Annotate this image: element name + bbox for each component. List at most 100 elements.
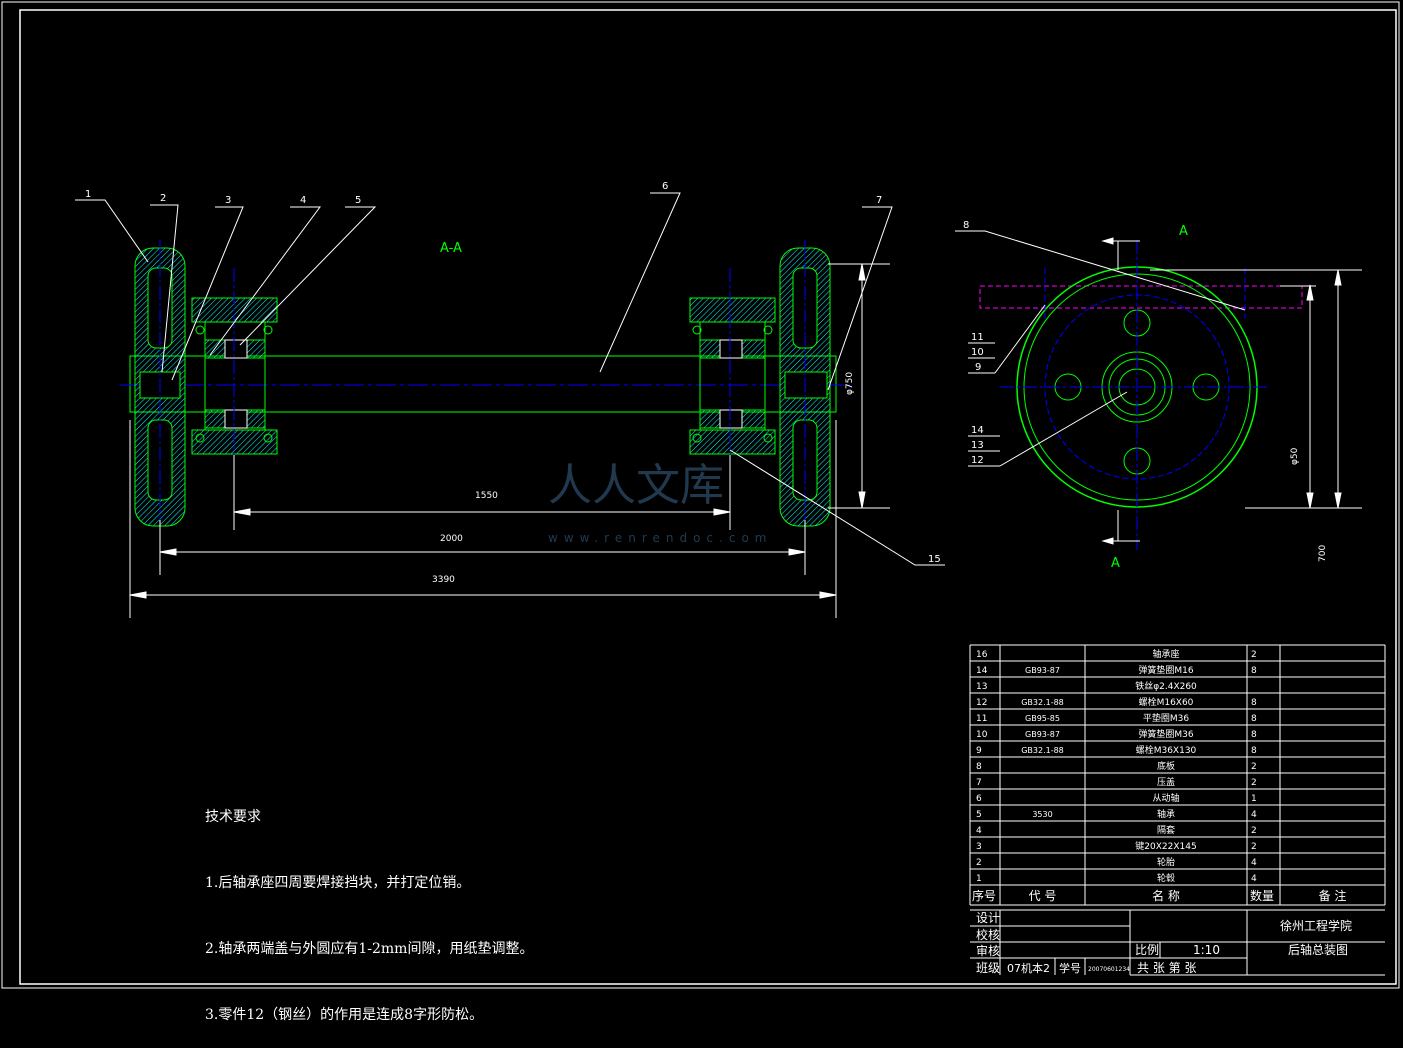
header-name: 名 称: [1152, 888, 1180, 903]
tech-req-item-1: 1.后轴承座四周要焊接挡块，并打定位销。: [205, 875, 471, 891]
parts-row-code: GB95-85: [1025, 714, 1060, 723]
parts-row-no: 8: [976, 762, 982, 772]
tb-class-label: 班级: [976, 961, 1000, 975]
parts-row-qty: 4: [1251, 858, 1257, 868]
parts-row-no: 6: [976, 794, 982, 804]
balloon-11: 11: [971, 332, 984, 343]
dim-plate: φ50: [1290, 447, 1300, 465]
parts-row-code: 3530: [1032, 810, 1052, 819]
parts-row-qty: 8: [1251, 698, 1257, 708]
header-qty: 数量: [1250, 888, 1274, 903]
parts-row-name: 轴承: [1157, 808, 1175, 820]
parts-row-name: 弹簧垫圈M36: [1138, 728, 1193, 740]
parts-row-no: 16: [976, 650, 988, 660]
watermark-name: 人人文库: [548, 460, 724, 511]
header-note: 备 注: [1319, 888, 1347, 903]
balloon-6: 6: [662, 181, 668, 192]
parts-row-code: GB93-87: [1025, 730, 1060, 739]
parts-row-name: 螺栓M36X130: [1136, 744, 1197, 756]
parts-row-name: 压盖: [1157, 776, 1175, 788]
parts-row-qty: 2: [1251, 778, 1257, 788]
parts-row-qty: 8: [1251, 730, 1257, 740]
dim-overall-length: 3390: [432, 575, 455, 585]
parts-row-qty: 8: [1251, 746, 1257, 756]
parts-row-code: GB32.1-88: [1021, 698, 1064, 707]
parts-row-no: 2: [976, 858, 982, 868]
balloon-7: 7: [876, 195, 882, 206]
tb-sheets: 共 张 第 张: [1137, 961, 1196, 975]
parts-row-no: 7: [976, 778, 982, 788]
balloon-4: 4: [300, 195, 306, 206]
parts-row-qty: 2: [1251, 762, 1257, 772]
tech-req-item-3: 3.零件12（钢丝）的作用是连成8字形防松。: [205, 1007, 484, 1023]
parts-row-name: 轮胎: [1157, 856, 1175, 868]
dimension-lines: [129, 263, 890, 618]
end-view: A A 8 11 10 9 14 13 12: [955, 220, 1362, 571]
inner-frame: [19, 9, 1397, 985]
parts-row-no: 9: [976, 746, 982, 756]
parts-row-no: 11: [976, 714, 987, 724]
shaft: [129, 355, 837, 413]
balloon-12: 12: [971, 455, 984, 466]
parts-row-name: 轮毂: [1157, 872, 1175, 884]
leaders: [75, 192, 945, 566]
tb-drawing-name: 后轴总装图: [1288, 942, 1348, 957]
parts-row-no: 10: [976, 730, 988, 740]
tech-req-title: 技术要求: [205, 809, 261, 825]
parts-row-code: GB32.1-88: [1021, 746, 1064, 755]
parts-row-no: 13: [976, 682, 987, 692]
section-label: A-A: [440, 241, 462, 256]
header-no: 序号: [972, 888, 996, 903]
tech-req-item-2: 2.轴承两端盖与外圆应有1-2mm间隙，用纸垫调整。: [205, 941, 534, 957]
parts-row-qty: 4: [1251, 810, 1257, 820]
drawing-canvas: A-A 1 2 3 4 5 6 7 1 5: [1, 1, 1400, 989]
parts-row-no: 1: [976, 874, 982, 884]
parts-row-qty: 2: [1251, 826, 1257, 836]
dim-wheel-dia: φ750: [845, 372, 855, 395]
parts-row-no: 4: [976, 826, 982, 836]
balloon-10: 10: [971, 347, 984, 358]
parts-row-name: 螺栓M16X60: [1139, 696, 1194, 708]
balloon-8: 8: [963, 220, 969, 231]
balloon-13: 13: [971, 440, 984, 451]
tb-school: 徐州工程学院: [1280, 918, 1352, 933]
parts-row-no: 5: [976, 810, 982, 820]
parts-row-no: 12: [976, 698, 987, 708]
parts-row-no: 3: [976, 842, 982, 852]
balloon-5: 5: [355, 195, 361, 206]
balloon-9: 9: [975, 362, 981, 373]
base-plate: [979, 285, 1303, 309]
parts-row-code: GB93-87: [1025, 666, 1060, 675]
left-bearing-housing: [191, 268, 278, 460]
parts-row-qty: 8: [1251, 666, 1257, 676]
parts-row-qty: 2: [1251, 842, 1257, 852]
right-bearing-housing: [689, 268, 776, 460]
tb-scale-value: 1:10: [1193, 943, 1220, 957]
section-view: A-A 1 2 3 4 5 6 7 15: [75, 181, 945, 618]
dim-side: 700: [1318, 545, 1328, 562]
parts-row-name: 平垫圈M36: [1143, 712, 1189, 724]
balloon-1: 1: [85, 189, 91, 200]
parts-row-name: 从动轴: [1152, 792, 1179, 804]
view-label-top: A: [1179, 224, 1188, 239]
tech-requirements: 技术要求 1.后轴承座四周要焊接挡块，并打定位销。 2.轴承两端盖与外圆应有1-…: [205, 762, 533, 1048]
header-code: 代 号: [1029, 889, 1057, 903]
balloon-3: 3: [225, 195, 231, 206]
parts-row-name: 轴承座: [1152, 648, 1179, 660]
parts-row-name: 底板: [1157, 760, 1175, 772]
tb-class-value: 07机本2: [1007, 961, 1050, 975]
parts-row-qty: 2: [1251, 650, 1257, 660]
parts-row-name: 键20X22X145: [1135, 840, 1196, 852]
parts-row-qty: 8: [1251, 714, 1257, 724]
parts-row-name: 弹簧垫圈M16: [1138, 664, 1193, 676]
tb-review: 审核: [976, 943, 1000, 958]
parts-row-qty: 1: [1251, 794, 1257, 804]
view-label-bottom: A: [1111, 556, 1120, 571]
parts-row-name: 铁丝φ2.4X260: [1135, 680, 1197, 692]
right-wheel: [779, 240, 831, 535]
tb-scale-label: 比例: [1135, 943, 1159, 957]
title-block: [970, 909, 1385, 976]
tb-id-label: 学号: [1059, 961, 1081, 975]
dim-inner-span: 1550: [475, 491, 498, 501]
